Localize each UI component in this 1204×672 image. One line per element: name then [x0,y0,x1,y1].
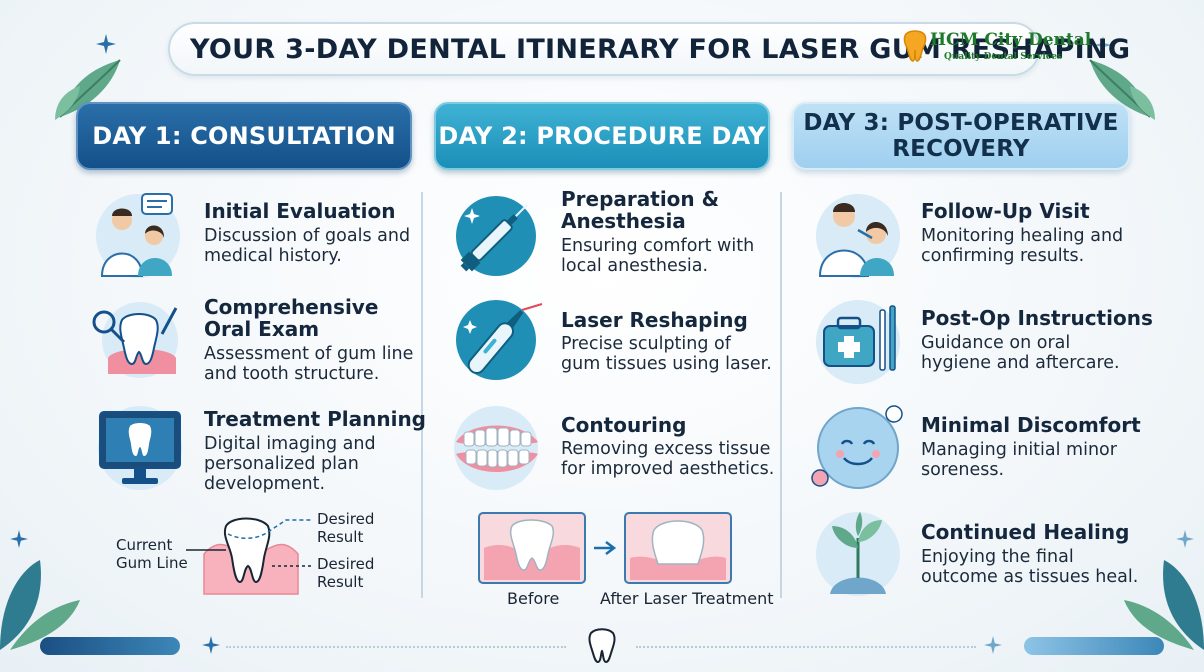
step-desc: Digital imaging and [204,434,376,454]
diagram-label: Gum Line [116,554,188,572]
footer-bar-right [1024,637,1164,655]
leaf-decoration-top-left-icon [55,59,121,120]
arrow-right-icon [594,541,617,555]
diagram-label: Desired [317,510,375,528]
gum-line-diagram [186,517,312,595]
smile-teeth-icon [454,406,538,490]
step-title: Minimal Discomfort [921,413,1141,437]
step-title: Preparation & [561,187,720,211]
step-desc: for improved aesthetics. [561,459,775,479]
step-title: Contouring [561,413,687,437]
step-desc: and tooth structure. [204,364,380,384]
sparkle-icon [202,636,220,654]
step-desc: Monitoring healing and [921,226,1124,246]
before-tooth-icon [478,512,586,584]
sparkle-icon [10,530,28,548]
sparkle-icon [1176,530,1194,548]
title-banner [168,22,1040,76]
step-desc: confirming results. [921,246,1085,266]
after-label: After Laser Treatment [600,589,774,608]
step-title: Initial Evaluation [204,199,396,223]
sprout-icon [816,512,900,596]
diagram-label: Result [317,573,364,591]
leaf-decoration-bottom-left-icon [0,560,80,650]
step-desc: medical history. [204,246,342,266]
step-title: Continued Healing [921,520,1130,544]
clinic-logo: HCM City Dental Quality Dental Services [902,30,1102,74]
logo-name: HCM City Dental [930,30,1092,50]
step-desc: hygiene and aftercare. [921,353,1120,373]
day1-header: DAY 1: CONSULTATION [76,102,412,170]
column-divider [421,192,423,598]
column-divider [780,192,782,598]
footer-line [636,646,976,648]
step-desc: local anesthesia. [561,256,709,276]
sparkle-icon [1094,36,1112,54]
syringe-icon [456,196,536,276]
step-desc: Ensuring comfort with [561,236,755,256]
step-title: Follow-Up Visit [921,199,1090,223]
before-label: Before [507,589,560,608]
tooth-exam-icon [92,302,178,378]
step-desc: Guidance on oral [921,333,1071,353]
tooth-logo-icon [903,30,927,62]
step-title: Oral Exam [204,317,320,341]
leaf-decoration-top-right-icon [1089,59,1155,120]
step-desc: Managing initial minor [921,440,1117,460]
page-title: YOUR 3-DAY DENTAL ITINERARY FOR LASER GU… [190,34,1131,65]
leaf-decoration-bottom-right-icon [1124,560,1204,650]
step-title: Treatment Planning [204,407,426,431]
day2-header: DAY 2: PROCEDURE DAY [434,102,770,170]
diagram-label: Current [116,536,173,554]
diagram-label: Desired [317,555,375,573]
diagram-label: Result [317,528,364,546]
logo-tagline: Quality Dental Services [944,52,1063,62]
dentist-checkup-icon [816,194,900,278]
step-desc: Discussion of goals and [204,226,411,246]
step-desc: Precise sculpting of [561,334,731,354]
footer-line [226,646,566,648]
step-desc: Enjoying the final [921,547,1074,567]
sparkle-icon [984,636,1002,654]
step-title: Post-Op Instructions [921,306,1153,330]
smiley-face-icon [811,405,903,489]
step-desc: personalized plan [204,454,359,474]
footer-bar-left [40,637,180,655]
step-desc: Assessment of gum line [204,344,414,364]
step-title: Comprehensive [204,295,379,319]
doctor-patient-icon [96,193,180,278]
step-desc: Removing excess tissue [561,439,771,459]
laser-tool-icon [456,300,543,380]
step-title: Anesthesia [561,209,686,233]
step-title: Laser Reshaping [561,308,748,332]
day3-header: DAY 3: POST-OPERATIVE RECOVERY [792,102,1130,170]
monitor-tooth-icon [98,406,182,490]
tooth-icon [588,628,616,664]
day3-header-line: RECOVERY [892,136,1030,162]
step-desc: soreness. [921,460,1005,480]
after-tooth-icon [624,512,732,584]
first-aid-kit-icon [816,300,900,384]
step-desc: development. [204,474,326,494]
day3-header-line: DAY 3: POST-OPERATIVE [803,110,1119,136]
step-desc: gum tissues using laser. [561,354,772,374]
sparkle-icon [96,34,116,54]
step-desc: outcome as tissues heal. [921,567,1139,587]
